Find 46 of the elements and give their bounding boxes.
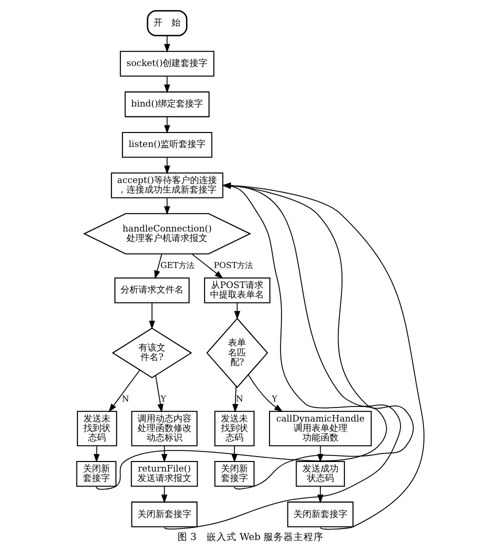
arrow	[148, 302, 155, 330]
node-box: 分析请求文件名	[114, 278, 190, 304]
node-diamond: 表单名匹配?	[206, 318, 268, 388]
edge-label: N	[236, 393, 243, 404]
arrow	[164, 76, 170, 94]
arrow	[163, 182, 400, 530]
node-box: 关闭新套接字	[286, 502, 354, 528]
node-box: 关闭新套接字	[76, 461, 116, 487]
arrow	[316, 486, 323, 504]
arrow	[247, 374, 282, 412]
arrow	[190, 253, 223, 279]
arrow	[154, 375, 163, 413]
arrow	[222, 182, 414, 490]
arrow	[164, 116, 170, 134]
arrow	[108, 370, 140, 412]
node-box: 开 始	[146, 10, 187, 36]
arrow	[164, 198, 170, 215]
node-box: socket()创建套接字	[119, 50, 214, 77]
node-box: listen()监听套接字	[121, 132, 212, 158]
edge-label: Y	[271, 393, 277, 404]
node-box: 发送成功状态码	[295, 461, 344, 487]
arrow	[154, 254, 162, 280]
arrow	[160, 445, 167, 463]
node-box: 关闭新套接字	[130, 502, 198, 528]
arrow	[316, 445, 323, 463]
node-box: 关闭新套接字	[214, 461, 254, 487]
node-box: accept()等待客户的连接，连接成功生成新套接字	[110, 172, 223, 198]
node-box: 从POST请求中提取表单名	[204, 278, 270, 304]
node-box: bind()绑定套接字	[124, 91, 210, 118]
arrow	[164, 35, 170, 53]
arrow	[232, 386, 238, 413]
caption: 图 3 嵌入式 Web 服务器主程序	[176, 532, 324, 543]
node-box: 发送未找到状态码	[76, 410, 117, 446]
node-box: 调用动态内容处理函数修改动态标识	[130, 410, 198, 446]
edge-label: Y	[160, 393, 166, 404]
edge-label: POST方法	[213, 260, 253, 270]
node-box: callDynamicHandle 调用表单处理功能函数	[268, 410, 372, 446]
arrow	[222, 182, 424, 530]
edge-label: N	[121, 393, 129, 404]
arrow	[160, 486, 167, 504]
node-box: returnFile() 发送请求报文	[130, 461, 198, 487]
arrow	[164, 156, 170, 174]
node-box: 发送未找到状态码	[214, 410, 254, 446]
arrow	[230, 445, 237, 463]
node-diamond: 有该文件名?	[111, 328, 192, 378]
edge-label: GET方法	[160, 260, 194, 270]
